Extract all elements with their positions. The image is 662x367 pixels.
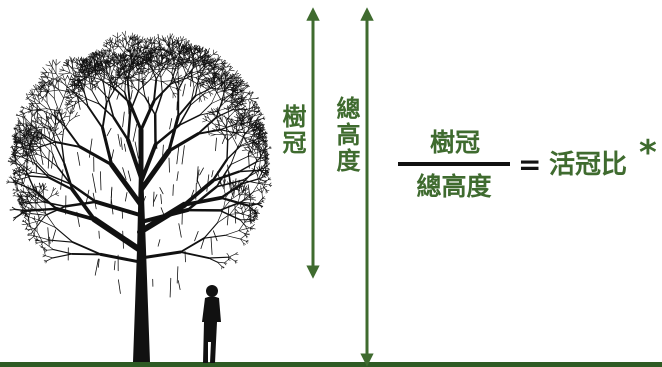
tree-silhouette-icon bbox=[6, 30, 273, 362]
formula-denominator: 總高度 bbox=[416, 172, 492, 201]
equals-sign: = bbox=[518, 148, 542, 181]
ground-line bbox=[0, 362, 662, 367]
crown-label: 樹冠 bbox=[278, 104, 306, 156]
formula-numerator: 樹冠 bbox=[429, 128, 480, 157]
asterisk-note: * bbox=[639, 133, 657, 173]
total-height-label: 總高度 bbox=[332, 96, 360, 174]
person-silhouette-icon bbox=[202, 285, 221, 363]
fraction-bar bbox=[398, 162, 510, 166]
live-crown-ratio-label: 活冠比 bbox=[549, 150, 628, 180]
